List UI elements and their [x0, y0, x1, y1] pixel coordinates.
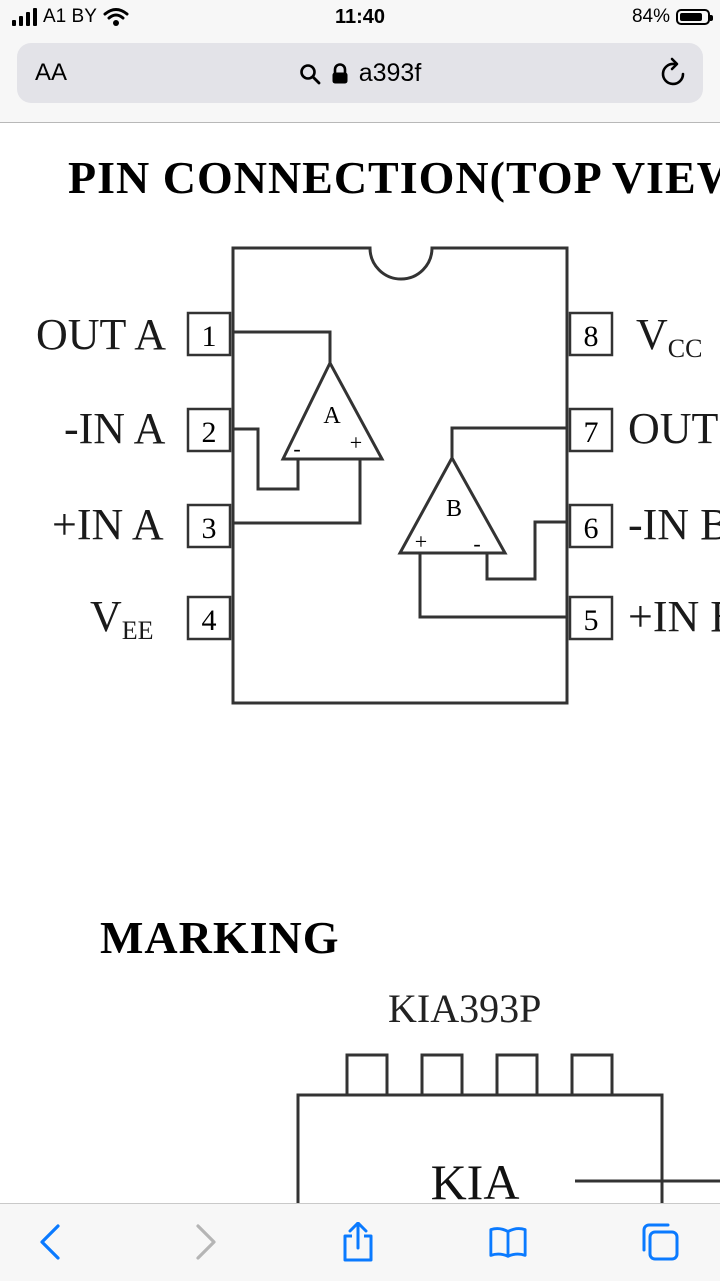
marking-diagram: KIA	[296, 1053, 720, 1203]
pin-7: 7	[568, 407, 614, 453]
pin-8-label-sub: CC	[667, 334, 703, 363]
pin-6: 6	[568, 503, 614, 549]
document-view[interactable]: PIN CONNECTION(TOP VIEW OUT A -IN A +IN …	[0, 123, 720, 1203]
signal-icon	[12, 8, 37, 26]
comparator-b: B + -	[397, 454, 508, 556]
address-bar[interactable]: AA a393f	[17, 43, 703, 103]
marking-title: MARKING	[100, 912, 340, 963]
tabs-button[interactable]	[640, 1222, 680, 1262]
pin-4-label-sub: EE	[121, 616, 154, 645]
comparator-b-label: B	[446, 496, 462, 522]
bookmarks-button[interactable]	[488, 1222, 528, 1262]
pin-connection-title: PIN CONNECTION(TOP VIEW	[68, 152, 720, 203]
pin-8-number: 8	[584, 320, 599, 353]
marking-chip-text: KIA	[431, 1154, 520, 1203]
pin-diagram: 1 2 3 4 8 7 6 5 A - + B + -	[186, 246, 614, 705]
battery-percent: 84%	[631, 6, 670, 27]
ic-body	[231, 246, 569, 705]
share-icon	[343, 1222, 373, 1262]
back-button[interactable]	[30, 1222, 70, 1262]
clock: 11:40	[334, 6, 386, 28]
text-size-label: AA	[35, 59, 68, 86]
browser-header: AA a393f	[0, 40, 720, 123]
comparator-b-plus: +	[415, 529, 427, 554]
pin-2-label: -IN A	[64, 404, 166, 453]
marking-chip-body	[296, 1093, 664, 1203]
comparator-a: A - +	[280, 359, 385, 461]
status-bar: A1 BY 11:40 84%	[0, 0, 720, 40]
pin-7-number: 7	[584, 416, 599, 449]
text-size-button[interactable]: AA	[35, 59, 67, 87]
pin-1-number: 1	[202, 320, 217, 353]
reload-button[interactable]	[659, 57, 689, 94]
wiring-a	[233, 330, 362, 525]
pin-4: 4	[186, 595, 232, 641]
battery-fill	[680, 13, 702, 21]
pin-2-number: 2	[202, 416, 217, 449]
lock-icon	[332, 62, 348, 83]
forward-icon	[196, 1224, 216, 1260]
pin-3-label: +IN A	[52, 500, 164, 549]
comparator-a-plus: +	[350, 430, 362, 455]
tabs-icon	[642, 1223, 679, 1261]
pin-7-label: OUT	[628, 404, 719, 453]
pin-5: 5	[568, 595, 614, 641]
marking-pins	[345, 1053, 614, 1097]
url-text: a393f	[358, 59, 422, 87]
comparator-a-minus: -	[293, 436, 300, 461]
bookmarks-icon	[489, 1227, 527, 1258]
pin-5-number: 5	[584, 604, 599, 637]
pin-6-number: 6	[584, 512, 599, 545]
url-field[interactable]: a393f	[17, 59, 703, 88]
battery-icon	[676, 9, 713, 25]
pin-4-label-main: V	[90, 592, 122, 641]
pin-3: 3	[186, 503, 232, 549]
forward-button[interactable]	[186, 1222, 226, 1262]
pin-8: 8	[568, 311, 614, 357]
comparator-a-label: A	[323, 403, 341, 429]
back-icon	[40, 1224, 60, 1260]
comparator-b-minus: -	[473, 531, 480, 556]
pin-8-label: VCC	[636, 309, 702, 364]
reload-icon	[661, 57, 685, 86]
bottom-toolbar	[0, 1203, 720, 1281]
status-right: 84%	[631, 6, 713, 28]
wifi-icon	[103, 8, 129, 26]
pin-2: 2	[186, 407, 232, 453]
carrier-name: A1 BY	[43, 6, 97, 27]
pin-4-number: 4	[202, 604, 217, 637]
share-button[interactable]	[338, 1222, 378, 1262]
status-left: A1 BY	[12, 6, 129, 28]
pin-1: 1	[186, 311, 232, 357]
pin-4-label: VEE	[90, 591, 154, 646]
marking-part-number: KIA393P	[388, 986, 542, 1031]
battery-tip	[710, 15, 713, 21]
pin-1-label: OUT A	[36, 310, 166, 359]
search-icon	[299, 63, 321, 84]
pin-8-label-main: V	[636, 310, 668, 359]
pin-6-label: -IN B	[628, 500, 720, 549]
pin-5-label: +IN B	[628, 592, 720, 641]
wiring-b	[418, 426, 567, 619]
pin-3-number: 3	[202, 512, 217, 545]
